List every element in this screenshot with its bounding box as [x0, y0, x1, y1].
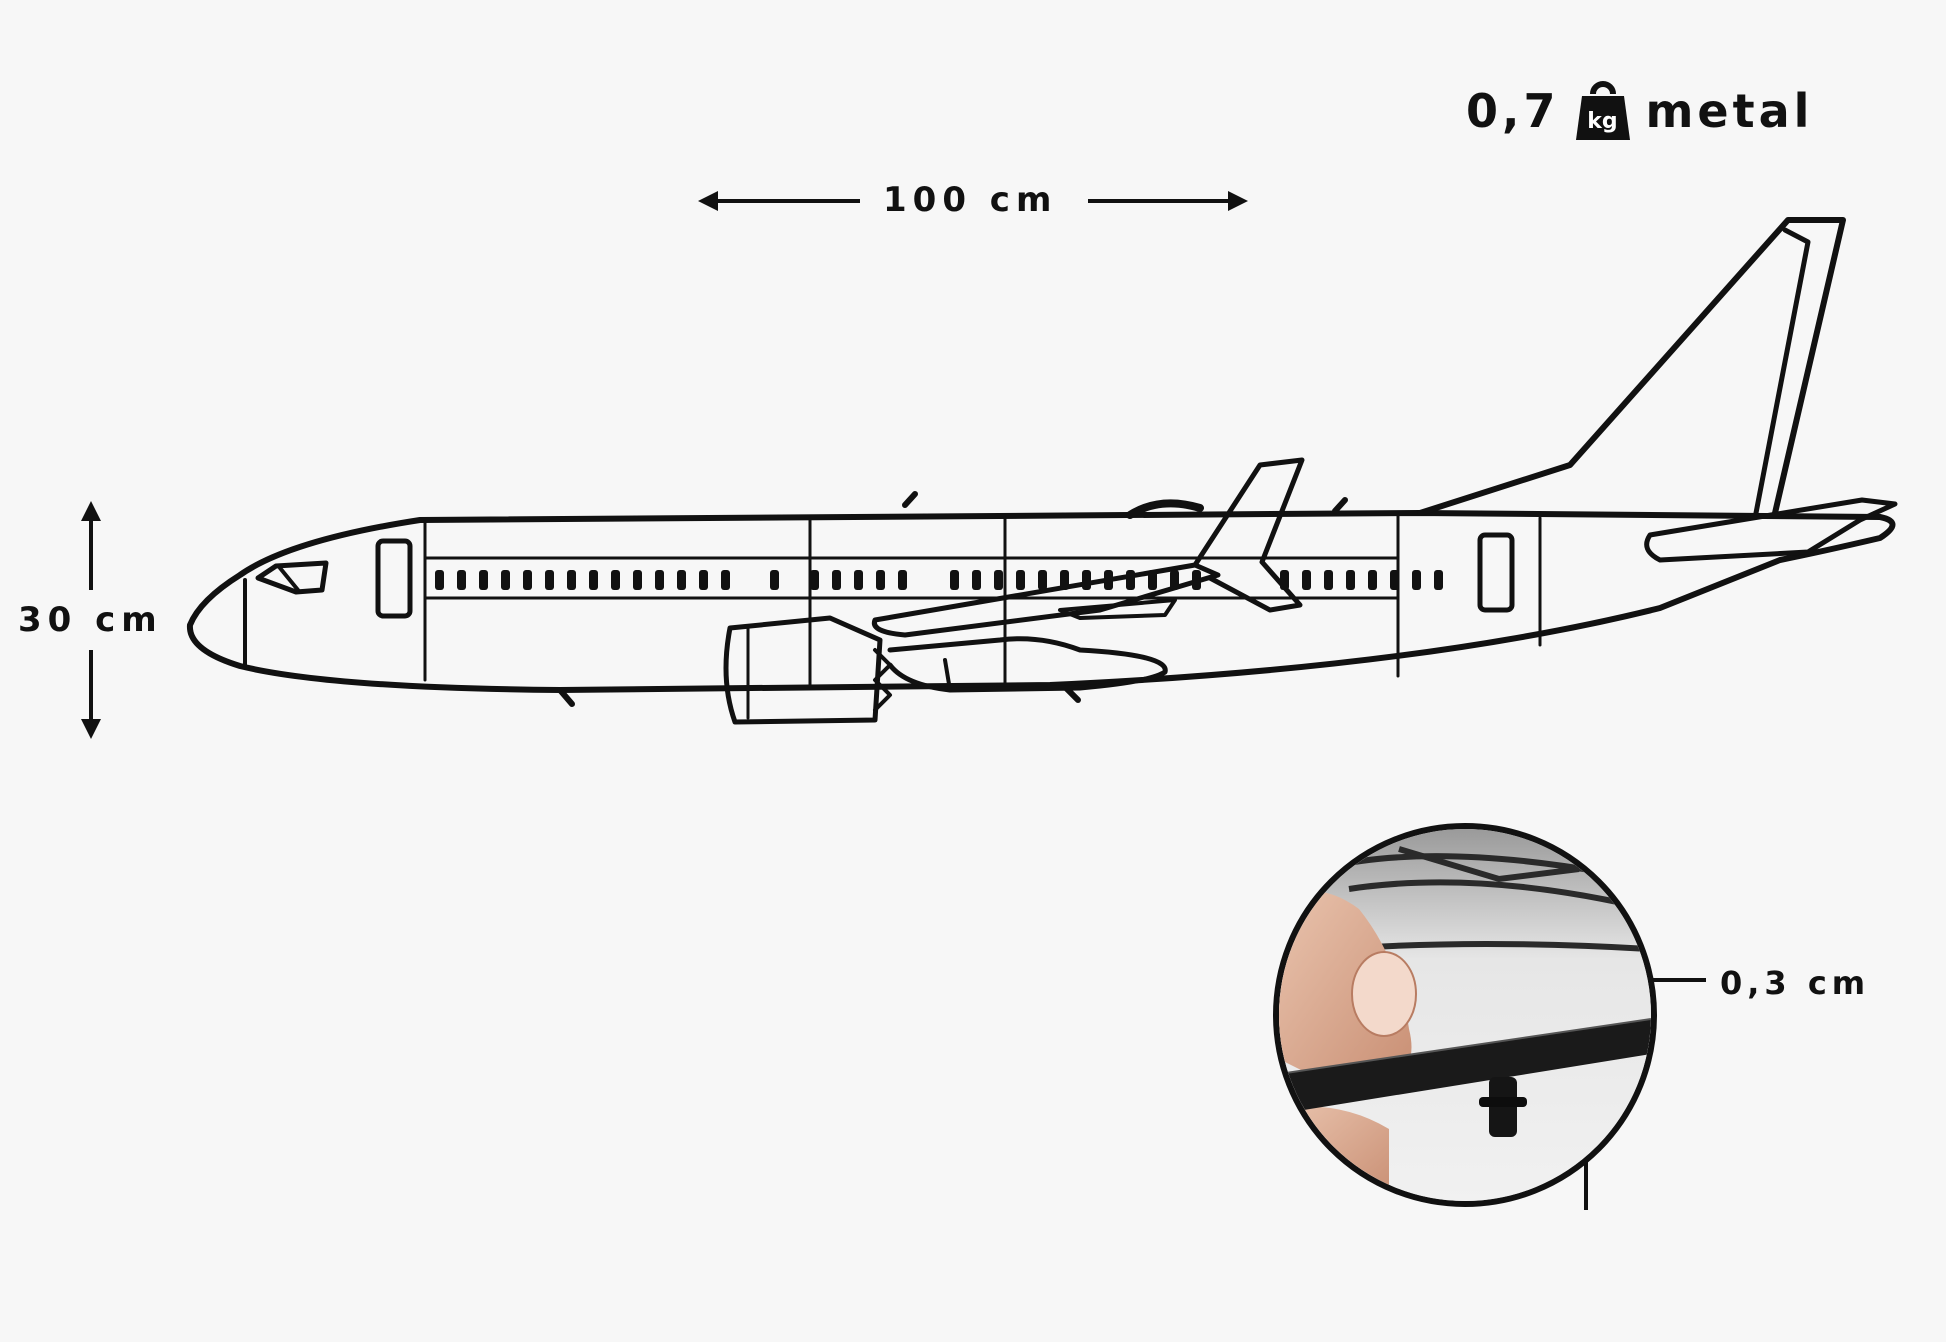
window-icon: [1104, 570, 1113, 590]
thickness-label: 0,3 cm: [1720, 964, 1871, 1002]
window-icon: [898, 570, 907, 590]
window-icon: [435, 570, 444, 590]
window-icon: [950, 570, 959, 590]
window-icon: [589, 570, 598, 590]
window-icon: [479, 570, 488, 590]
height-label: 30 cm: [18, 600, 163, 640]
weight-bag-icon: kg: [1574, 80, 1632, 142]
window-icon: [1038, 570, 1047, 590]
window-icon: [457, 570, 466, 590]
window-icon: [1390, 570, 1399, 590]
kg-badge-label: kg: [1587, 109, 1618, 134]
window-icon: [1170, 570, 1179, 590]
window-icon: [994, 570, 1003, 590]
weight-value: 0,7: [1466, 84, 1560, 138]
window-icon: [567, 570, 576, 590]
window-icon: [972, 570, 981, 590]
thickness-closeup-photo: [1273, 823, 1657, 1207]
window-icon: [1060, 570, 1069, 590]
window-icon: [545, 570, 554, 590]
width-label: 100 cm: [883, 180, 1058, 220]
window-icon: [876, 570, 885, 590]
window-icon: [721, 570, 730, 590]
window-icon: [611, 570, 620, 590]
window-icon: [1192, 570, 1201, 590]
window-icon: [633, 570, 642, 590]
window-row: [435, 570, 1443, 590]
window-icon: [1082, 570, 1091, 590]
window-icon: [1148, 570, 1157, 590]
window-icon: [677, 570, 686, 590]
window-icon: [1434, 570, 1443, 590]
window-icon: [1324, 570, 1333, 590]
weight-indicator: 0,7 kg metal: [1466, 76, 1813, 146]
window-icon: [1368, 570, 1377, 590]
window-icon: [1412, 570, 1421, 590]
window-icon: [832, 570, 841, 590]
window-icon: [810, 570, 819, 590]
window-icon: [1016, 570, 1025, 590]
window-icon: [655, 570, 664, 590]
material-label: metal: [1645, 84, 1814, 138]
window-icon: [1302, 570, 1311, 590]
window-icon: [1126, 570, 1135, 590]
airplane-side-view-icon: [186, 217, 1898, 725]
window-icon: [501, 570, 510, 590]
window-icon: [699, 570, 708, 590]
window-icon: [1346, 570, 1355, 590]
window-icon: [1280, 570, 1289, 590]
window-icon: [523, 570, 532, 590]
window-icon: [770, 570, 779, 590]
window-icon: [854, 570, 863, 590]
